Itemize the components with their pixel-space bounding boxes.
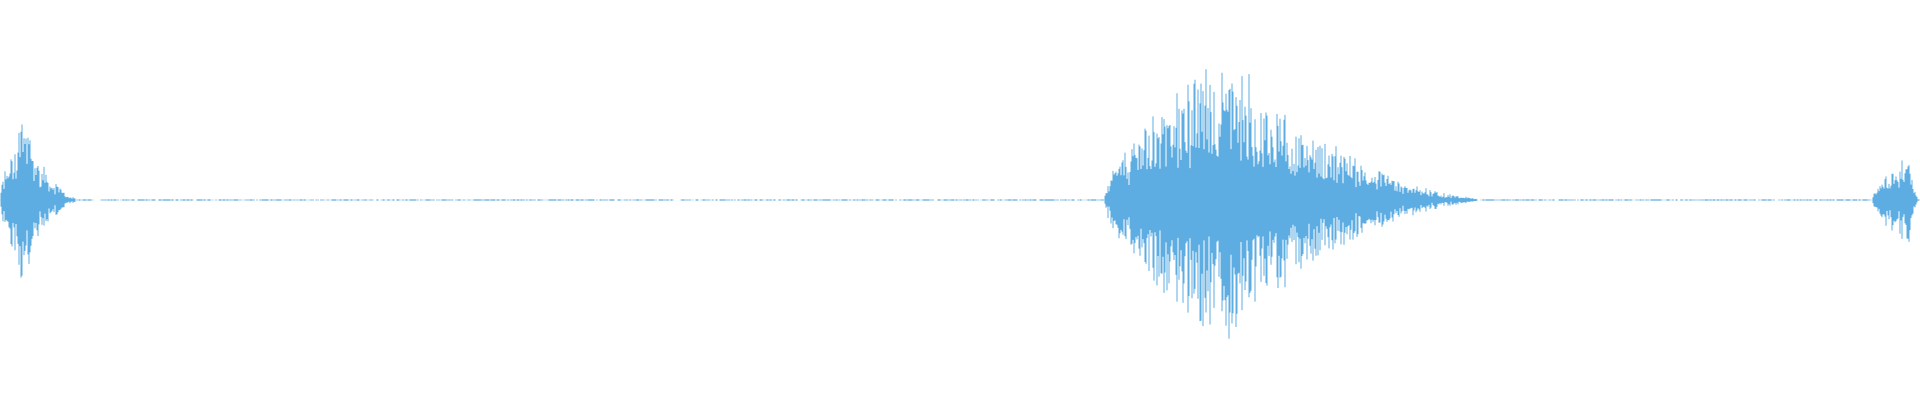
waveform-trace bbox=[0, 69, 1920, 339]
waveform-samples bbox=[0, 69, 1920, 339]
